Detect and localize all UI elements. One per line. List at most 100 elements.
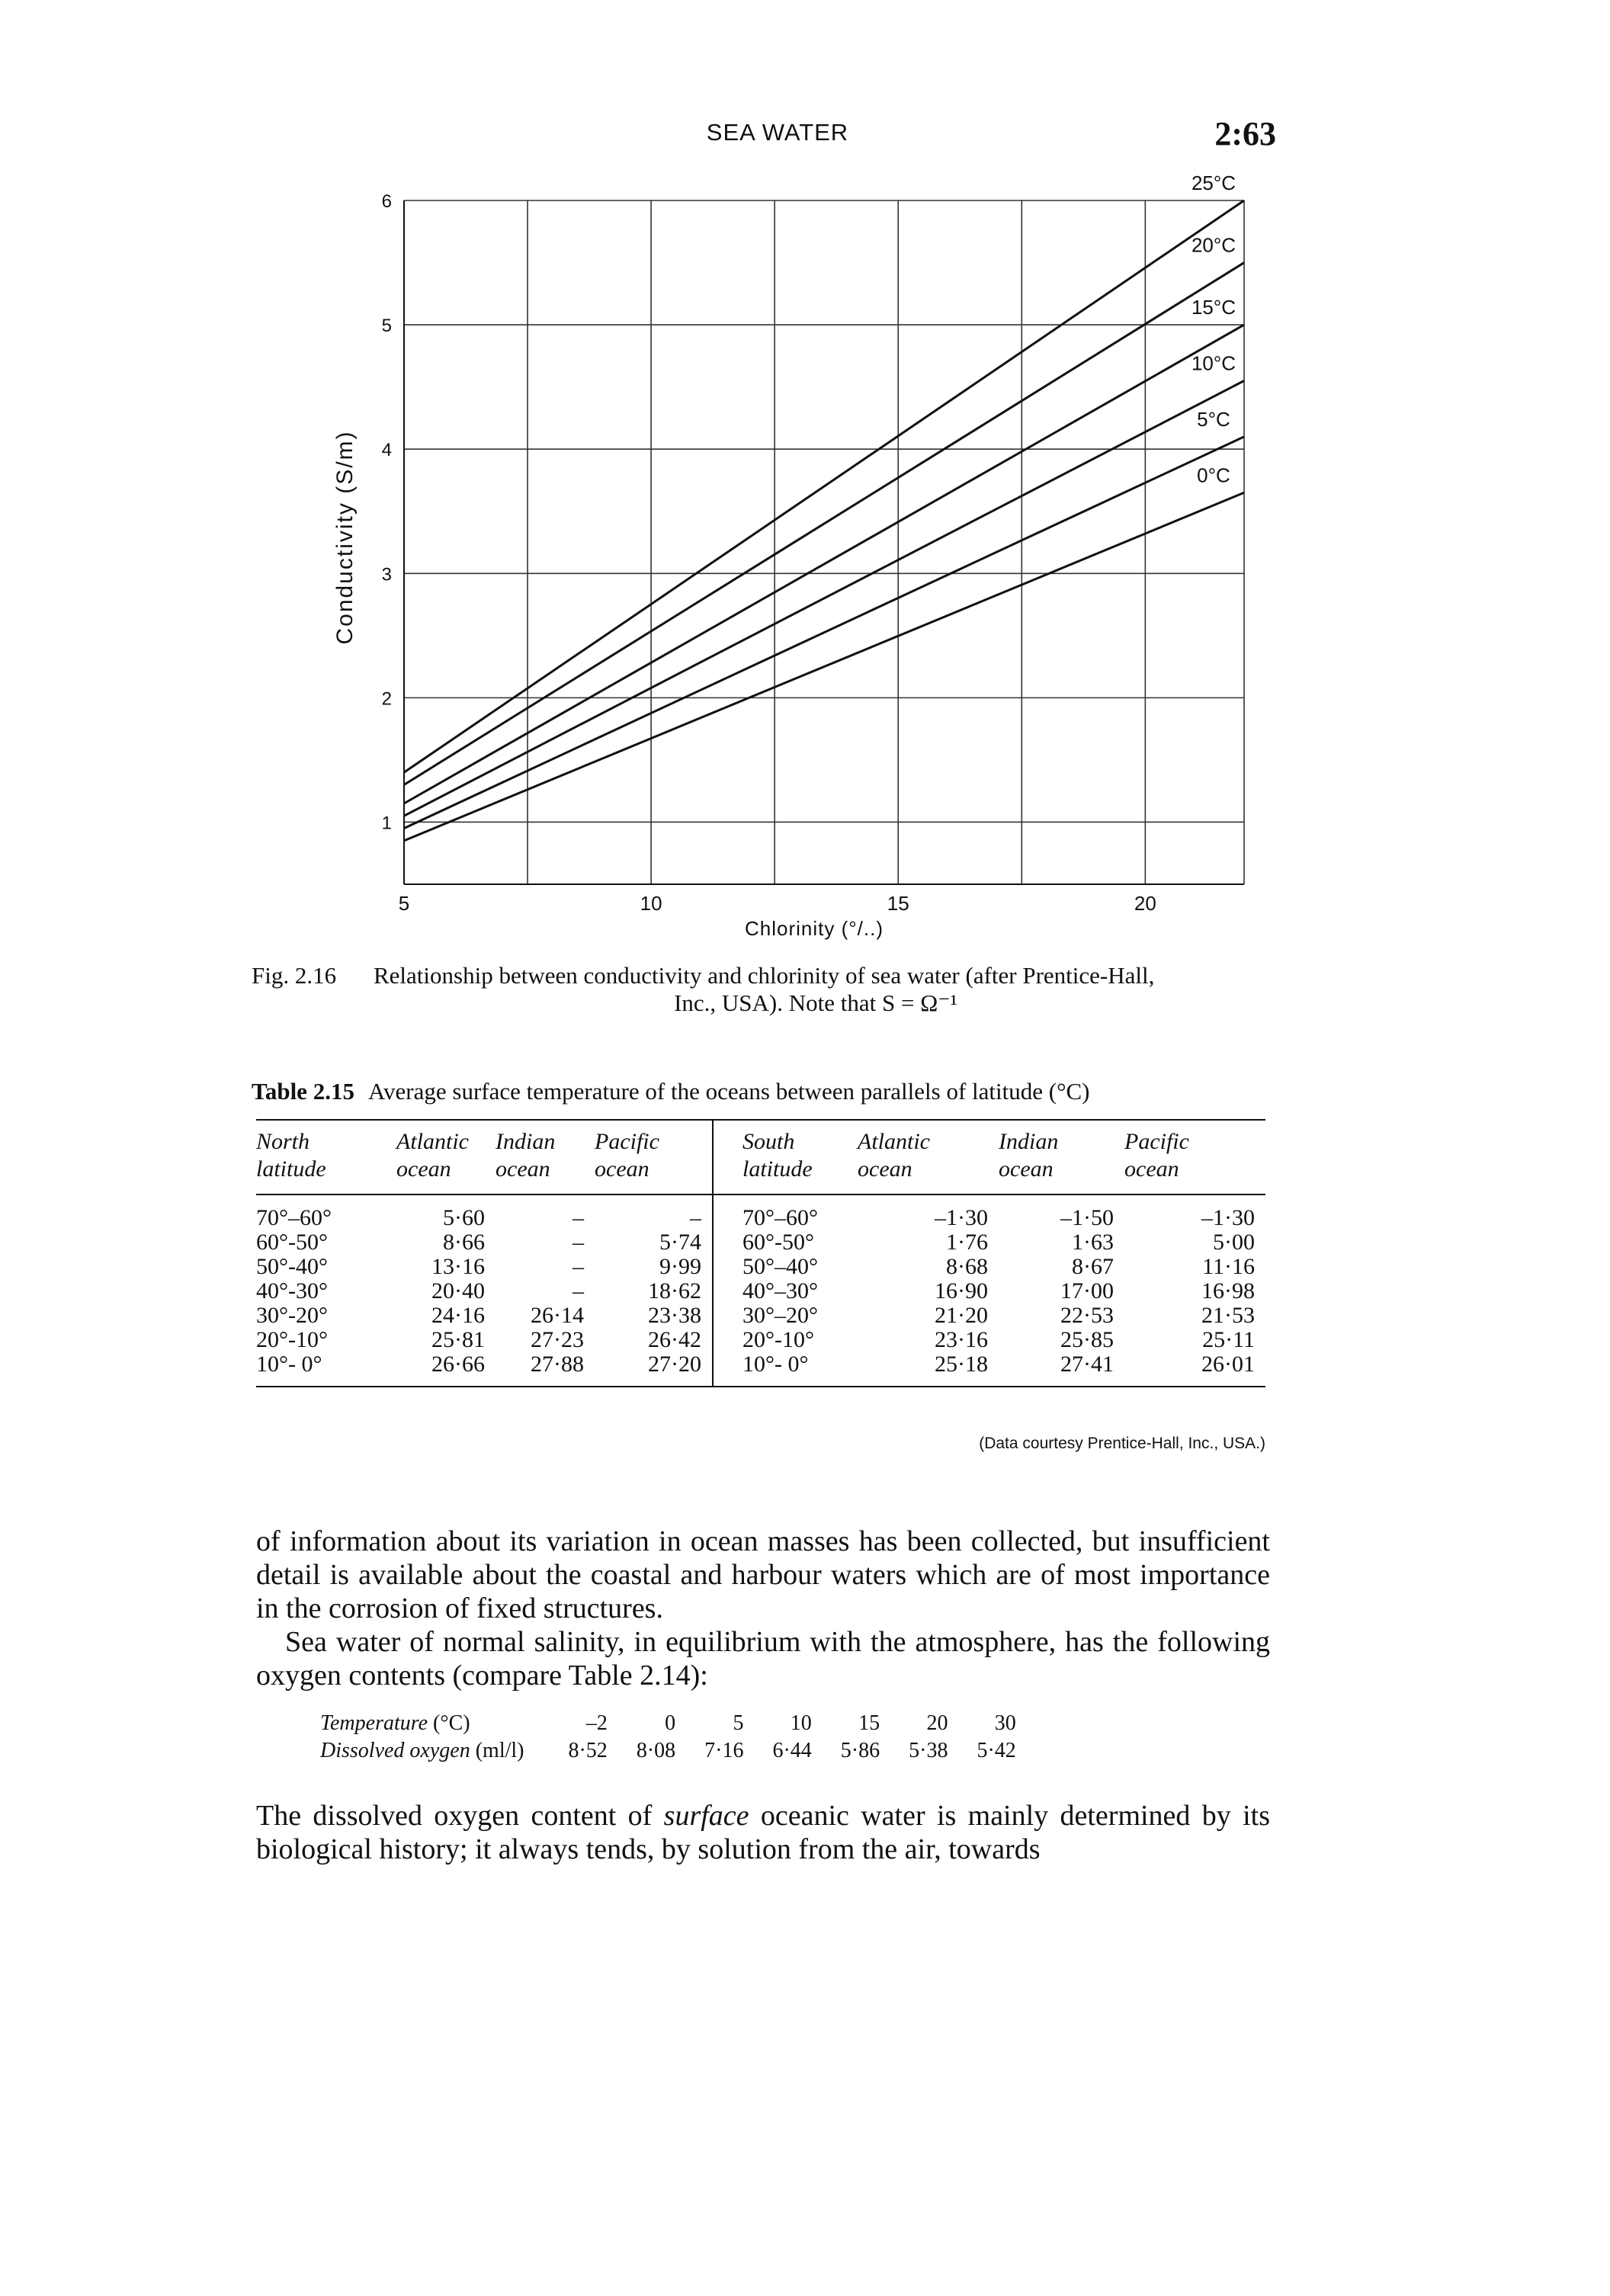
page-number: 2:63 — [1214, 115, 1276, 152]
table-header-cell: South — [742, 1129, 795, 1154]
table-cell: – — [572, 1230, 584, 1255]
table-cell: 17·00 — [1060, 1278, 1114, 1304]
table-cell: 40°-30° — [256, 1278, 328, 1304]
figure-caption: Fig. 2.16 Relationship between conductivi… — [252, 962, 1365, 1017]
table-cell: 11·16 — [1202, 1254, 1255, 1279]
table-cell: 22·53 — [1060, 1303, 1114, 1328]
table-cell: 25·81 — [431, 1327, 485, 1352]
body-paragraph: The dissolved oxygen content of surface … — [256, 1799, 1270, 1866]
table-cell: 21·20 — [935, 1303, 988, 1328]
table-cell: – — [572, 1254, 584, 1279]
oxygen-value: 5·42 — [977, 1739, 1016, 1762]
table-cell: 25·18 — [858, 1352, 999, 1387]
oxygen-value: 6·44 — [772, 1739, 812, 1762]
series-line — [403, 261, 1245, 786]
temperature-value: 10 — [790, 1711, 812, 1735]
temperature-value: –2 — [585, 1711, 608, 1735]
oxygen-row: Dissolved oxygen (ml/l) 8·52 8·08 7·16 6… — [320, 1737, 1016, 1765]
x-axis-label: Chlorinity (°/..) — [745, 917, 884, 940]
table-cell: 30°–20° — [742, 1303, 818, 1328]
y-tick-label: 3 — [382, 564, 392, 585]
table-header-cell: Atlantic — [858, 1129, 930, 1154]
table-header-cell: Indian — [999, 1129, 1059, 1154]
table-cell: 27·41 — [999, 1352, 1124, 1387]
table-cell: 50°-40° — [256, 1254, 328, 1279]
temperature-unit: (°C) — [433, 1711, 470, 1735]
table-header-cell: latitude — [713, 1156, 858, 1195]
table-cell: 18·62 — [595, 1279, 714, 1304]
figure-label: Fig. 2.16 — [252, 962, 337, 989]
series-label: 10°C — [1191, 351, 1236, 374]
temperature-row-label: Temperature (°C) — [320, 1710, 539, 1737]
x-tick-label: 5 — [399, 892, 409, 915]
table-header-cell: Indian — [496, 1129, 556, 1154]
table-source-note: (Data courtesy Prentice-Hall, Inc., USA.… — [979, 1435, 1265, 1452]
oxygen-value: 8·08 — [636, 1739, 676, 1762]
table-cell: 8·67 — [1072, 1254, 1114, 1279]
table-cell: 26·14 — [531, 1303, 584, 1328]
temperature-value: 15 — [858, 1711, 880, 1735]
oxygen-value: 8·52 — [568, 1739, 608, 1762]
table-cell: 21·53 — [1201, 1303, 1255, 1328]
table-row: 10°- 0° 26·66 27·88 27·20 10°- 0° 25·18 … — [256, 1352, 1265, 1387]
table-label: Table 2.15 — [252, 1078, 354, 1105]
body-paragraph: of information about its variation in oc… — [256, 1525, 1270, 1624]
temperature-value: 30 — [994, 1711, 1016, 1735]
table-cell: –1·50 — [1060, 1205, 1114, 1230]
oxygen-unit: (ml/l) — [475, 1739, 524, 1762]
table-cell: 1·63 — [1072, 1230, 1114, 1255]
table-cell: 5·00 — [1213, 1230, 1255, 1255]
table-row: 40°-30° 20·40 – 18·62 40°–30° 16·90 17·0… — [256, 1279, 1265, 1304]
temperature-value: 0 — [665, 1711, 676, 1735]
x-tick-label: 20 — [1134, 892, 1156, 915]
table-cell: 40°–30° — [742, 1278, 818, 1304]
table-cell: 10°- 0° — [256, 1352, 396, 1387]
table-header-cell: Atlantic — [396, 1129, 469, 1154]
table-cell: 27·23 — [531, 1327, 584, 1352]
oxygen-value: 7·16 — [704, 1739, 744, 1762]
table-cell: 50°–40° — [742, 1254, 818, 1279]
oxygen-row-label: Dissolved oxygen (ml/l) — [320, 1737, 539, 1765]
table-cell: 25·11 — [1202, 1327, 1255, 1352]
table-title: Average surface temperature of the ocean… — [367, 1078, 1090, 1105]
oxygen-value: 5·38 — [909, 1739, 948, 1762]
temperature-row: Temperature (°C) –2 0 5 10 15 20 30 — [320, 1710, 1016, 1737]
table-header-cell: ocean — [496, 1156, 595, 1195]
oxygen-content-table: Temperature (°C) –2 0 5 10 15 20 30 Diss… — [320, 1710, 1016, 1765]
series-line — [403, 435, 1245, 829]
temperature-value: 20 — [926, 1711, 948, 1735]
oxygen-value: 5·86 — [840, 1739, 880, 1762]
y-tick-label: 4 — [382, 440, 392, 460]
figure-caption-line2: Inc., USA). Note that S = Ω⁻¹ — [674, 989, 957, 1016]
table-header-cell: ocean — [1124, 1156, 1265, 1195]
table-header-cell: ocean — [858, 1156, 999, 1195]
table-cell: 20°-10° — [256, 1327, 328, 1352]
table-cell: –1·30 — [935, 1205, 988, 1230]
table-row: 50°-40° 13·16 – 9·99 50°–40° 8·68 8·67 1… — [256, 1255, 1265, 1279]
table-cell: – — [572, 1278, 584, 1304]
table-header-row: latitude ocean ocean ocean latitude ocea… — [256, 1156, 1265, 1195]
table-cell: 16·98 — [1201, 1278, 1255, 1304]
y-axis-label: Conductivity (S/m) — [332, 430, 358, 644]
x-tick-label: 15 — [887, 892, 909, 915]
table-cell: 27·88 — [496, 1352, 595, 1387]
series-line — [403, 323, 1245, 805]
table-header-cell: Pacific — [595, 1120, 714, 1156]
temperature-table: North Atlantic Indian Pacific South Atla… — [256, 1119, 1265, 1387]
table-header-cell: ocean — [396, 1156, 496, 1195]
table-row: 70°–60° 5·60 – – 70°–60° –1·30 –1·50 –1·… — [256, 1194, 1265, 1230]
table-cell: 23·38 — [595, 1304, 714, 1328]
chart-frame — [403, 200, 1244, 885]
figure-caption-line1: Relationship between conductivity and ch… — [374, 962, 1155, 989]
table-cell: 27·20 — [595, 1352, 714, 1387]
table-row: 60°-50° 8·66 – 5·74 60°-50° 1·76 1·63 5·… — [256, 1230, 1265, 1255]
y-tick-label: 6 — [382, 191, 392, 212]
table-cell: 8·66 — [443, 1230, 485, 1255]
table-cell: 5·74 — [595, 1230, 714, 1255]
table-cell: 9·99 — [595, 1255, 714, 1279]
series-label: 25°C — [1191, 172, 1236, 194]
table-header-row: North Atlantic Indian Pacific South Atla… — [256, 1120, 1265, 1156]
